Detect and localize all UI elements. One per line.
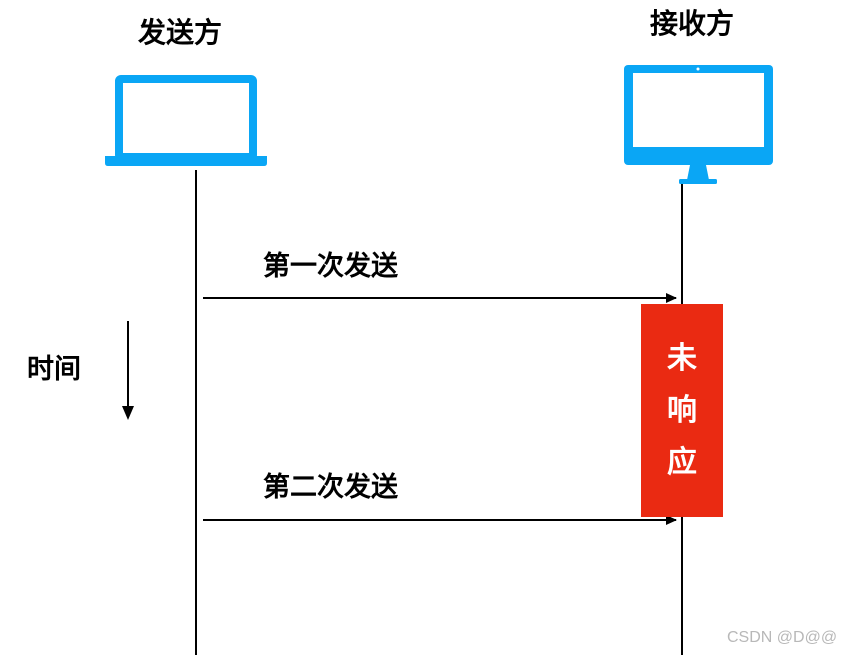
no-response-char: 未 (667, 340, 697, 376)
laptop-icon (105, 75, 267, 166)
time-axis-arrow (122, 321, 134, 420)
no-response-box-bg (641, 304, 723, 517)
no-response-char: 响 (667, 392, 697, 428)
monitor-icon (624, 65, 773, 184)
message-label-second: 第二次发送 (263, 472, 398, 503)
receiver-title: 接收方 (650, 7, 735, 40)
no-response-char: 应 (667, 444, 697, 480)
watermark: CSDN @D@@ (727, 629, 838, 646)
sender-title: 发送方 (138, 16, 223, 49)
time-axis-label: 时间 (27, 354, 81, 385)
message-label-first: 第一次发送 (263, 251, 398, 282)
no-response-box: 未 响 应 (641, 304, 723, 517)
